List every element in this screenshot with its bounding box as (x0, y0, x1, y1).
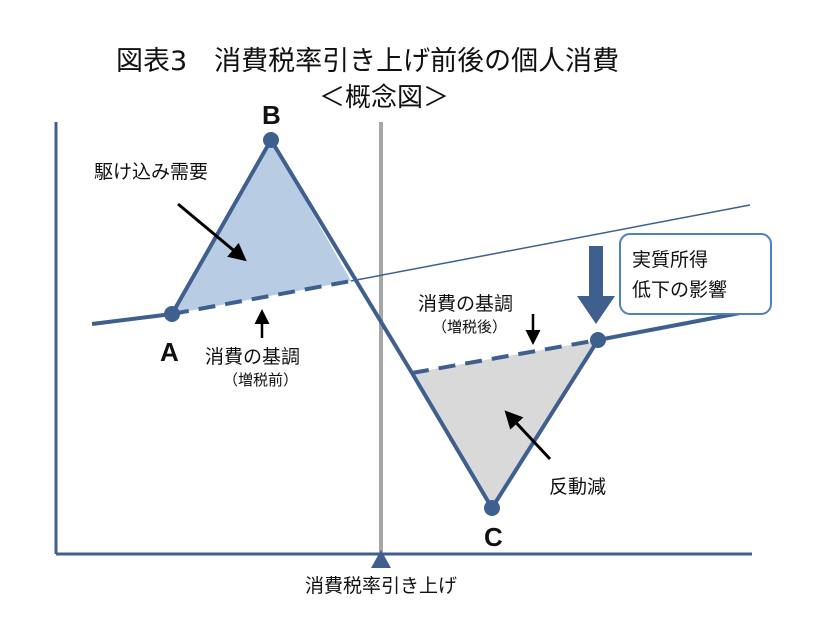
rebound-arrow (504, 410, 552, 461)
consumption-path (91, 138, 600, 510)
pre-hike-trend-extension (350, 204, 751, 282)
point-d-marker (590, 332, 606, 348)
point-c-label: C (484, 522, 503, 552)
callout-line-1: 実質所得 (632, 249, 708, 271)
post-hike-trend (597, 310, 746, 342)
rush-demand-area (172, 140, 351, 314)
base-trend-after-dashed (411, 338, 599, 375)
diagram-title: 図表3 消費税率引き上げ前後の個人消費 (116, 46, 619, 77)
x-axis-event-label: 消費税率引き上げ (305, 575, 457, 597)
callout-line-2: 低下の影響 (632, 279, 727, 301)
base-after-label: 消費の基調 (418, 293, 513, 315)
base-before-note: （増税前） (223, 371, 298, 389)
point-c-marker (484, 500, 500, 516)
point-a-marker (164, 306, 180, 322)
income-callout-box (619, 233, 772, 315)
point-b-label: B (262, 100, 281, 130)
income-drop-arrow (577, 246, 615, 324)
base-trend-before-dashed (171, 279, 352, 316)
rush-demand-arrow (177, 202, 247, 262)
base-after-note: （増税後） (432, 318, 507, 336)
rush-demand-label: 駆け込み需要 (94, 161, 208, 183)
tax-hike-marker (371, 550, 391, 568)
diagram-subtitle: ＜概念図＞ (319, 83, 449, 113)
point-a-label: A (160, 337, 179, 367)
base-before-label: 消費の基調 (205, 346, 300, 368)
rebound-label: 反動減 (549, 476, 606, 498)
point-b-marker (263, 132, 279, 148)
